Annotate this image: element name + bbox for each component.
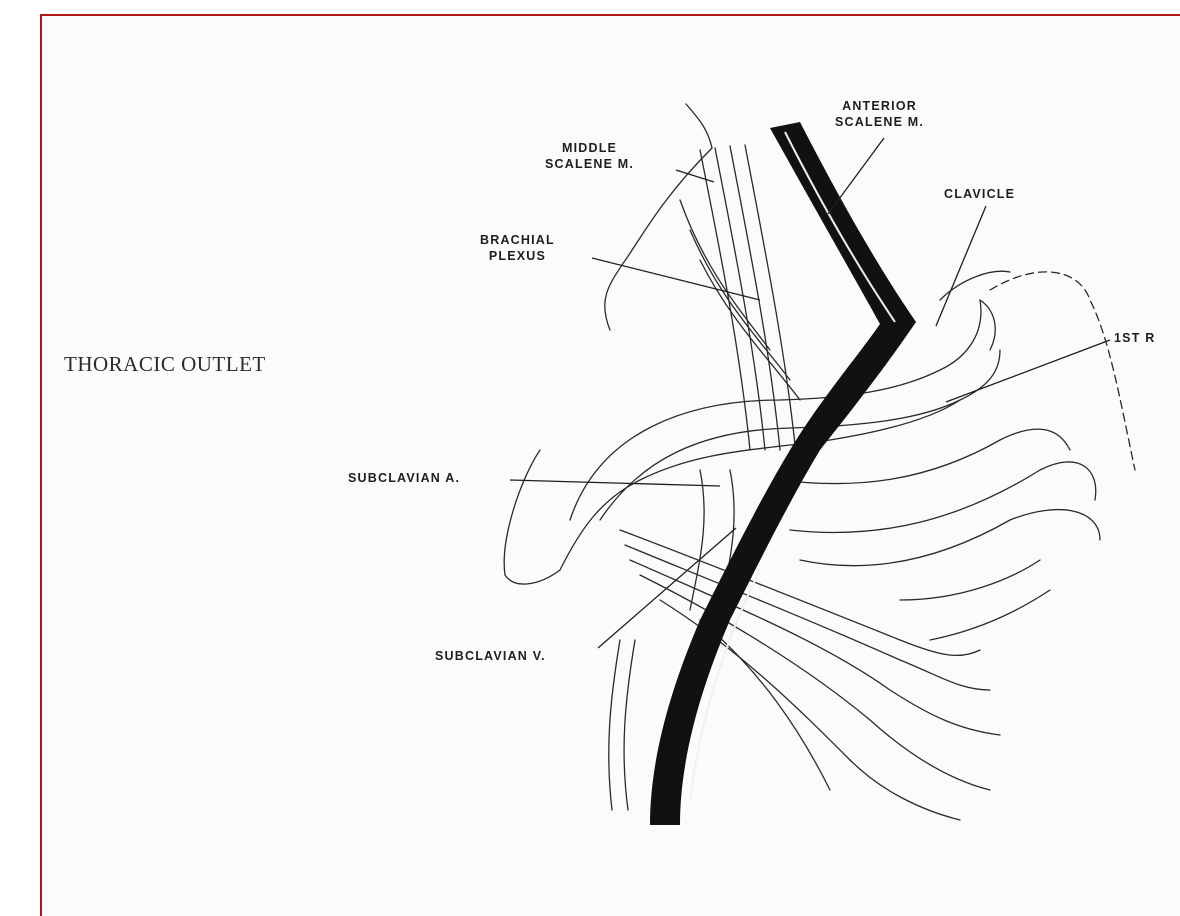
label-subclavian-artery: SUBCLAVIAN A.: [348, 470, 460, 486]
label-subclavian-vein: SUBCLAVIAN V.: [435, 648, 546, 664]
label-first-rib: 1ST R: [1114, 330, 1155, 346]
label-anterior-scalene: ANTERIOR SCALENE M.: [835, 98, 924, 130]
label-clavicle: CLAVICLE: [944, 186, 1015, 202]
label-middle-scalene: MIDDLE SCALENE M.: [545, 140, 634, 172]
page-title: THORACIC OUTLET: [64, 352, 266, 377]
anatomy-illustration: [0, 0, 1180, 883]
label-brachial-plexus: BRACHIAL PLEXUS: [480, 232, 555, 264]
